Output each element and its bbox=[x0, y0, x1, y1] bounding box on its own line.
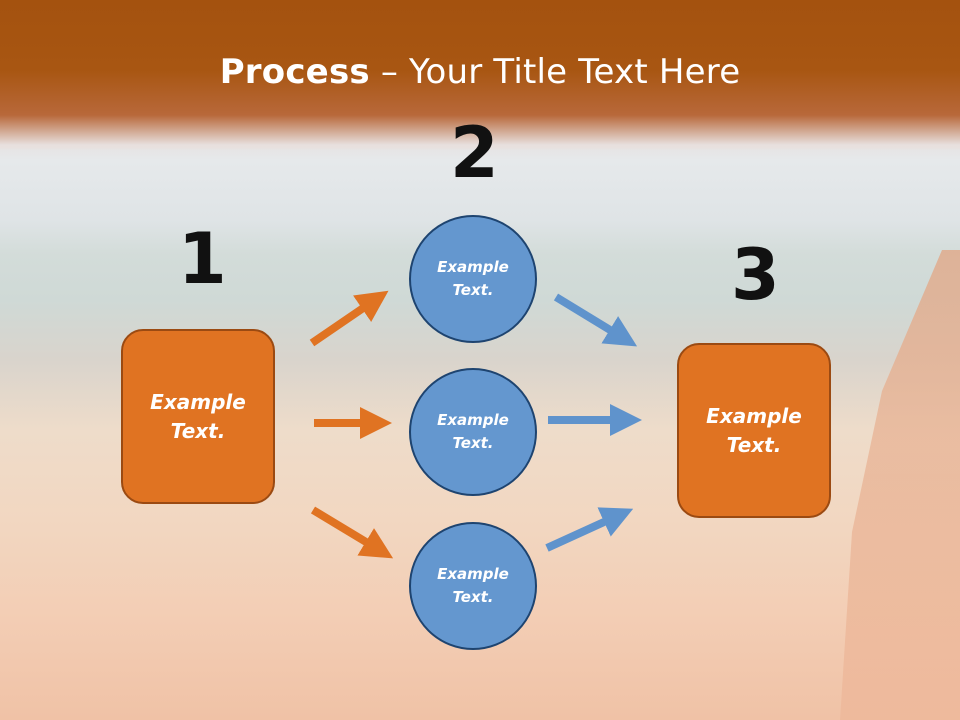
step-2-circle-top: Example Text. bbox=[409, 215, 537, 343]
step-3-box: Example Text. bbox=[677, 343, 831, 518]
slide-title: Process – Your Title Text Here bbox=[0, 52, 960, 92]
step-number-3: 3 bbox=[731, 234, 780, 316]
arrow-blue-down bbox=[553, 293, 638, 347]
step-2-circle-bottom: Example Text. bbox=[409, 522, 537, 650]
title-bold: Process bbox=[219, 52, 370, 92]
step-number-1: 1 bbox=[178, 218, 227, 300]
arrow-orange-down bbox=[310, 506, 394, 559]
step-2-circle-middle: Example Text. bbox=[409, 368, 537, 496]
arrow-blue-up bbox=[545, 507, 634, 552]
title-rest: – Your Title Text Here bbox=[369, 52, 741, 92]
step-number-2: 2 bbox=[450, 112, 499, 194]
step-1-box: Example Text. bbox=[121, 329, 275, 504]
arrow-orange-up bbox=[309, 290, 389, 347]
